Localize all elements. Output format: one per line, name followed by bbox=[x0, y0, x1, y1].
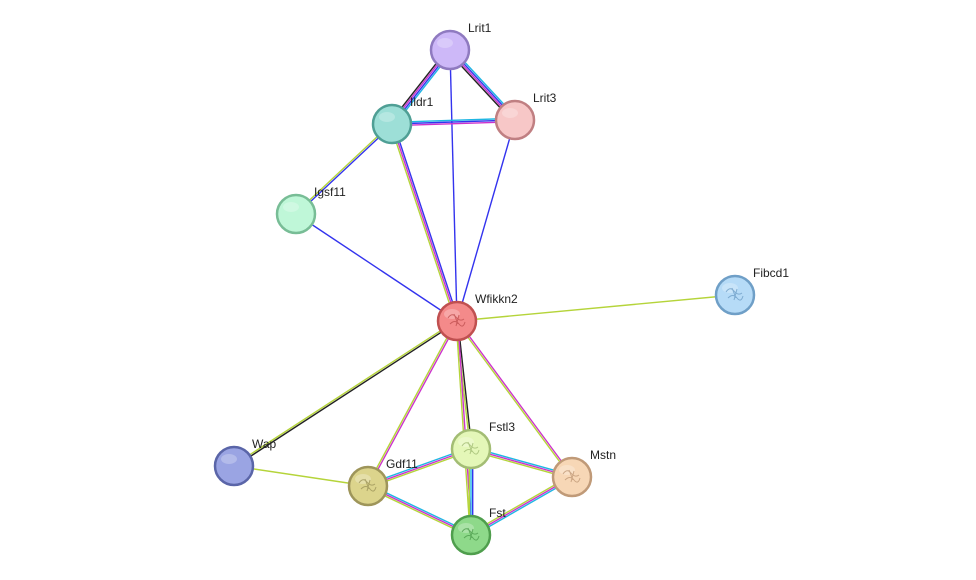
node-igsf11[interactable]: Igsf11 bbox=[275, 185, 346, 235]
edge-evidence-line bbox=[234, 321, 458, 468]
edge-evidence-line bbox=[294, 122, 392, 214]
edge-evidence-line bbox=[295, 213, 458, 322]
node-wfikkn2[interactable]: Wfikkn2 bbox=[436, 292, 518, 342]
node-fstl3[interactable]: Fstl3 bbox=[450, 420, 515, 470]
edge-evidence-line bbox=[233, 319, 457, 466]
node-gdf11[interactable]: Gdf11 bbox=[347, 457, 418, 507]
edge-evidence-line bbox=[296, 124, 394, 216]
node-highlight bbox=[437, 38, 453, 48]
node-circle[interactable] bbox=[494, 99, 536, 141]
edge-evidence-line bbox=[391, 119, 516, 125]
node-circle[interactable] bbox=[371, 103, 413, 145]
edge-evidence-line bbox=[368, 321, 459, 487]
node-highlight bbox=[458, 437, 474, 447]
edge-evidence-line bbox=[455, 321, 572, 478]
edge-wfikkn2-gdf11 bbox=[366, 320, 459, 487]
node-highlight bbox=[221, 454, 237, 464]
node-label: Gdf11 bbox=[386, 457, 418, 471]
edge-igsf11-wfikkn2 bbox=[295, 213, 458, 322]
edge-wap-gdf11 bbox=[233, 465, 369, 487]
node-lrit3[interactable]: Lrit3 bbox=[494, 91, 557, 141]
node-highlight bbox=[722, 283, 738, 293]
node-circle[interactable] bbox=[275, 193, 317, 235]
edge-evidence-line bbox=[457, 320, 473, 449]
protein-structure-icon bbox=[461, 527, 480, 541]
edge-wfikkn2-fibcd1 bbox=[456, 294, 736, 322]
node-label: Wap bbox=[252, 437, 277, 451]
node-highlight bbox=[458, 523, 474, 533]
node-highlight bbox=[355, 474, 371, 484]
edge-evidence-line bbox=[449, 49, 458, 322]
edge-evidence-line bbox=[391, 123, 458, 322]
edge-evidence-line bbox=[392, 123, 460, 321]
edge-evidence-line bbox=[457, 320, 574, 477]
node-label: Mstn bbox=[590, 448, 616, 462]
node-label: Wfikkn2 bbox=[475, 292, 518, 306]
edge-evidence-line bbox=[455, 321, 471, 536]
node-label: Ildr1 bbox=[410, 95, 434, 109]
edge-lrit1-wfikkn2 bbox=[449, 49, 458, 322]
edge-evidence-line bbox=[455, 321, 471, 450]
edge-evidence-line bbox=[391, 117, 515, 124]
node-highlight bbox=[379, 112, 395, 122]
protein-structure-icon bbox=[725, 287, 744, 301]
node-label: Fst bbox=[489, 506, 506, 520]
edge-wfikkn2-fstl3 bbox=[455, 320, 473, 450]
node-label: Igsf11 bbox=[314, 185, 346, 199]
node-label: Lrit1 bbox=[468, 21, 492, 35]
edge-evidence-line bbox=[389, 124, 457, 322]
node-label: Lrit3 bbox=[533, 91, 557, 105]
node-highlight bbox=[444, 309, 460, 319]
node-circle[interactable] bbox=[429, 29, 471, 71]
node-wap[interactable]: Wap bbox=[213, 437, 277, 487]
edge-evidence-line bbox=[456, 294, 736, 322]
node-circle[interactable] bbox=[213, 445, 255, 487]
node-label: Fibcd1 bbox=[753, 266, 789, 280]
edge-evidence-line bbox=[366, 320, 457, 486]
protein-structure-icon bbox=[358, 478, 377, 492]
edge-ildr1-igsf11 bbox=[294, 122, 394, 216]
node-mstn[interactable]: Mstn bbox=[551, 448, 616, 498]
edge-evidence-line bbox=[456, 119, 516, 322]
node-ildr1[interactable]: Ildr1 bbox=[371, 95, 434, 145]
node-fst[interactable]: Fst bbox=[450, 506, 506, 556]
node-highlight bbox=[502, 108, 518, 118]
node-highlight bbox=[559, 465, 575, 475]
edge-ildr1-lrit3 bbox=[391, 117, 516, 127]
protein-structure-icon bbox=[461, 441, 480, 455]
node-lrit1[interactable]: Lrit1 bbox=[429, 21, 492, 71]
edge-evidence-line bbox=[392, 120, 516, 127]
edge-wfikkn2-wap bbox=[233, 319, 458, 468]
node-fibcd1[interactable]: Fibcd1 bbox=[714, 266, 789, 316]
node-label: Fstl3 bbox=[489, 420, 515, 434]
edge-ildr1-wfikkn2 bbox=[389, 123, 460, 322]
protein-structure-icon bbox=[562, 469, 581, 483]
protein-structure-icon bbox=[447, 313, 466, 327]
edge-wfikkn2-mstn bbox=[455, 320, 574, 478]
edge-evidence-line bbox=[233, 465, 369, 487]
node-highlight bbox=[283, 202, 299, 212]
edge-lrit3-wfikkn2 bbox=[456, 119, 516, 322]
